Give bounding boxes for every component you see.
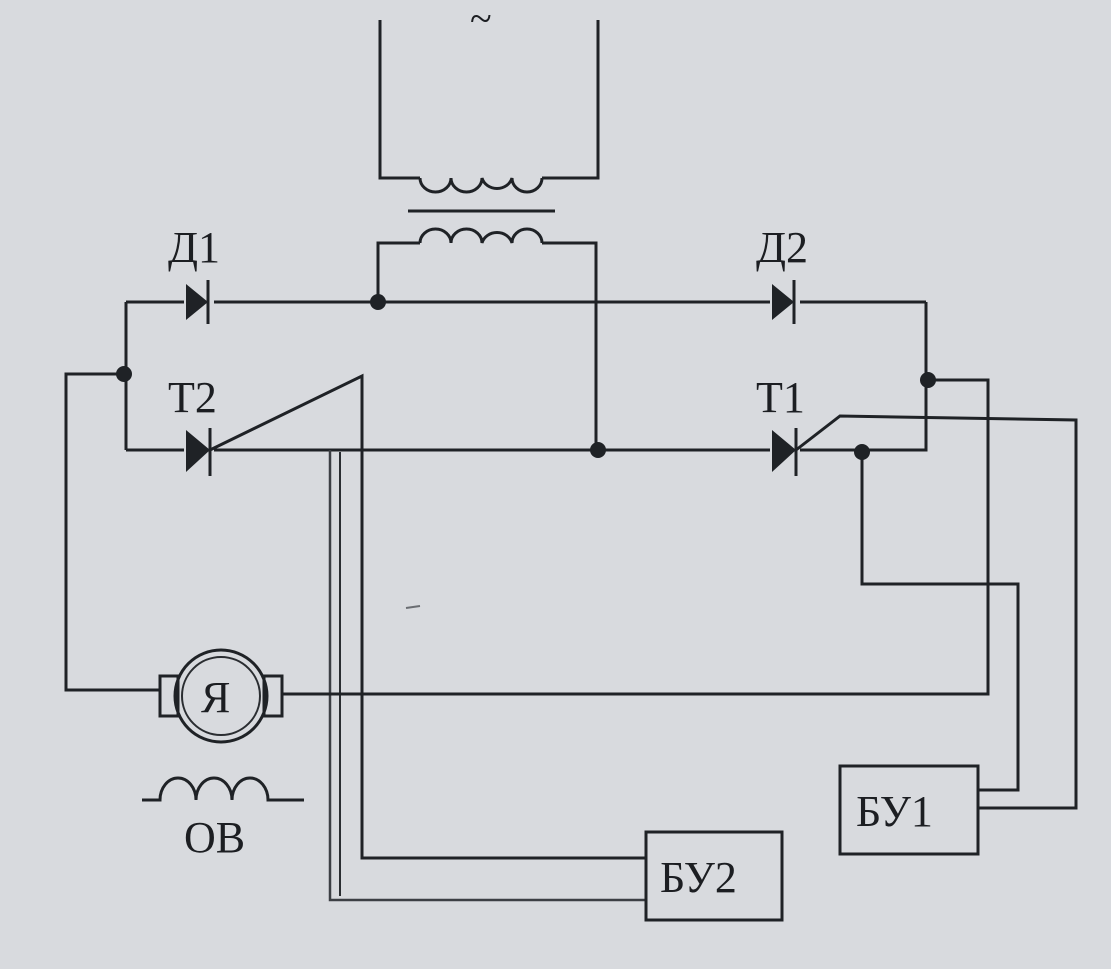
t2-gate-lead: [209, 373, 646, 860]
junction-dots: [116, 294, 936, 460]
thyristor-t1: [772, 428, 798, 476]
secondary-winding: [418, 227, 544, 244]
thyristor-t2: [186, 428, 212, 476]
control-unit-2: БУ2: [644, 830, 784, 922]
diode-d1: [186, 280, 210, 324]
right-vertical-bus: [860, 302, 928, 452]
ac-source-symbol: ~: [470, 0, 492, 41]
armature-left-lead: [64, 372, 160, 692]
secondary-lead-right: [542, 241, 598, 450]
motor-armature: [158, 648, 284, 744]
primary-lead-right: [542, 20, 600, 180]
t2-cathode-lead: [328, 450, 646, 902]
d2-label: Д2: [756, 223, 808, 272]
t1-label: Т1: [756, 373, 805, 422]
control-unit-2-label: БУ2: [660, 853, 737, 902]
diode-d2: [772, 280, 796, 324]
primary-lead-left: [378, 20, 420, 180]
d1-label: Д1: [168, 223, 220, 272]
armature-label: Я: [201, 673, 230, 722]
paper-speck: [405, 605, 421, 609]
t2-label: Т2: [168, 373, 217, 422]
field-winding-label: ОВ: [184, 813, 245, 862]
control-unit-1: БУ1: [838, 764, 980, 856]
secondary-lead-left: [376, 241, 420, 302]
t1-gate-lead: [795, 414, 1078, 810]
t1-cathode-lead: [860, 452, 1020, 792]
field-winding: [142, 776, 304, 802]
armature-right-lead: [282, 378, 990, 696]
control-unit-1-label: БУ1: [856, 787, 933, 836]
primary-winding: [418, 177, 544, 194]
